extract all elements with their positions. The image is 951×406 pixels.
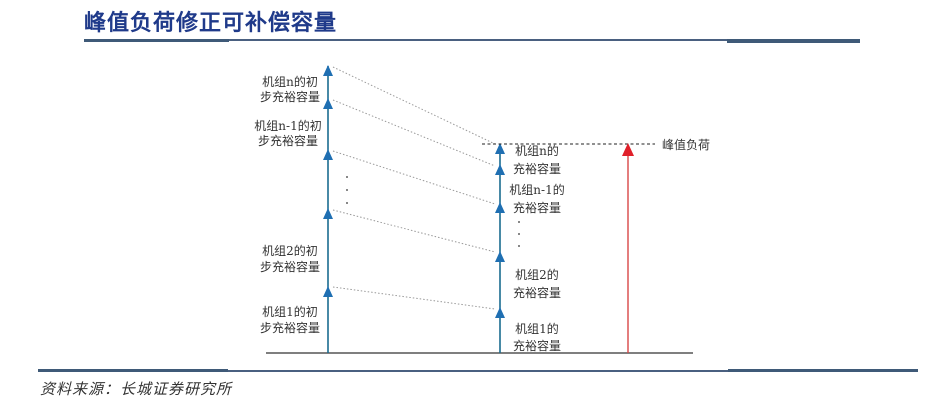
arrow-head-icon bbox=[323, 286, 333, 297]
right-label-2-line1: 机组2的 bbox=[515, 267, 559, 282]
left-label-1-line2: 步充裕容量 bbox=[260, 320, 320, 335]
footer-rule bbox=[228, 370, 728, 372]
arrow-head-icon bbox=[495, 202, 505, 213]
right-label-n-line2: 充裕容量 bbox=[513, 161, 561, 176]
arrow-head-icon bbox=[495, 164, 505, 175]
arrow-head-icon bbox=[495, 307, 505, 318]
left-label-n-line1: 机组n的初 bbox=[262, 74, 318, 89]
left-initial-capacity-stack bbox=[323, 65, 348, 353]
arrow-head-icon bbox=[323, 98, 333, 109]
title-underline-thick-right bbox=[727, 39, 860, 43]
footer-rule-thick bbox=[38, 369, 228, 372]
right-label-2-line2: 充裕容量 bbox=[513, 285, 561, 300]
left-label-n-1-line2: 步充裕容量 bbox=[258, 133, 318, 148]
arrow-head-icon bbox=[495, 143, 505, 154]
title-underline bbox=[229, 39, 727, 41]
left-label-n-line2: 步充裕容量 bbox=[260, 89, 320, 104]
arrow-head-icon bbox=[323, 65, 333, 76]
right-label-n-line1: 机组n的 bbox=[515, 143, 559, 158]
source-note: 资料来源：长城证券研究所 bbox=[40, 380, 233, 398]
arrow-head-icon bbox=[495, 251, 505, 262]
arrow-head-icon bbox=[323, 208, 333, 219]
arrow-head-icon bbox=[323, 149, 333, 160]
peak-load-arrow bbox=[622, 143, 634, 353]
left-label-2-line1: 机组2的初 bbox=[262, 243, 318, 258]
right-corrected-capacity-stack bbox=[495, 143, 520, 353]
connector-lines bbox=[332, 66, 496, 310]
right-label-n-1-line2: 充裕容量 bbox=[513, 200, 561, 215]
peak-load-label: 峰值负荷 bbox=[662, 137, 710, 152]
right-label-n-1-line1: 机组n-1的 bbox=[509, 182, 564, 197]
page-title: 峰值负荷修正可补偿容量 bbox=[84, 11, 338, 36]
footer-rule-thick-right bbox=[728, 369, 918, 372]
left-label-1-line1: 机组1的初 bbox=[262, 304, 318, 319]
left-label-2-line2: 步充裕容量 bbox=[260, 259, 320, 274]
title-underline-thick bbox=[84, 39, 229, 42]
left-label-n-1-line1: 机组n-1的初 bbox=[254, 118, 321, 133]
right-label-1-line2: 充裕容量 bbox=[513, 338, 561, 353]
red-arrow-head-icon bbox=[622, 143, 634, 156]
right-label-1-line1: 机组1的 bbox=[515, 321, 559, 336]
